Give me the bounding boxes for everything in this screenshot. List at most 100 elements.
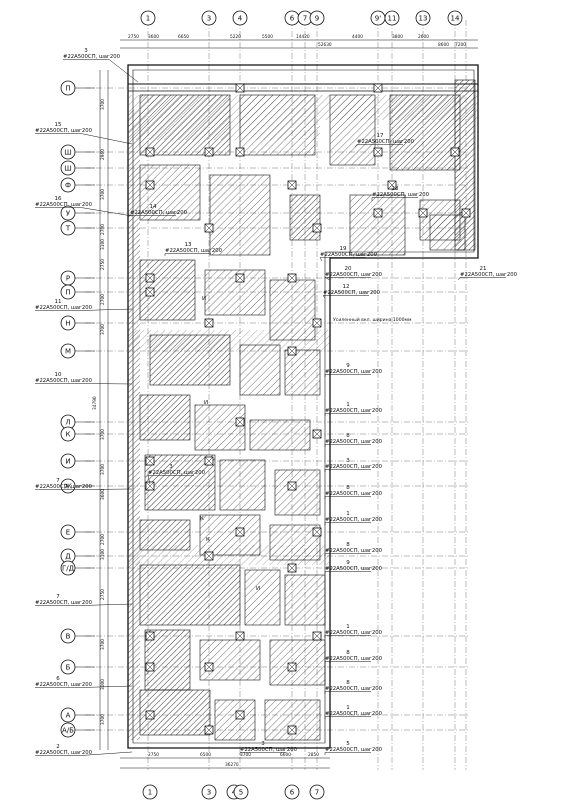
column-cross (235, 83, 245, 93)
bottom-dimension: 2750 (148, 752, 159, 758)
rebar-mark: 8 (346, 680, 350, 686)
rebar-label: #22А500СП, шаг200 (325, 491, 383, 497)
rebar-leader (324, 277, 331, 281)
column-cross (145, 456, 155, 466)
column-cross (145, 662, 155, 672)
top-dimension: 5500 (262, 34, 273, 40)
top-dimension: 4400 (352, 34, 363, 40)
rebar-mark: 20 (345, 266, 352, 272)
left-axis-bubble-label: Е (66, 529, 70, 537)
top-axis-bubble-circle (447, 10, 463, 26)
left-axis-bubble-label: Ф (65, 182, 71, 190)
hatched-zone (194, 404, 246, 451)
hatched-zone (284, 574, 326, 626)
rebar-mark: 21 (480, 266, 487, 272)
column-cross (287, 180, 297, 190)
rebar-label: #22А500СП, шаг200 (357, 139, 415, 145)
rebar-mark: 8 (346, 542, 350, 548)
left-dimension: 3700 (100, 429, 106, 440)
column-cross (235, 147, 245, 157)
column-cross (145, 481, 155, 491)
rebar-label: #22А500СП, шаг200 (148, 470, 206, 476)
rebar-label: #22А500СП, шаг200 (325, 464, 383, 470)
column-cross (373, 208, 383, 218)
left-dimension: 2700 (100, 534, 106, 545)
bottom-axis-bubble-circle (142, 784, 158, 800)
column-cross (204, 147, 214, 157)
bottom-dimension: 3700 (240, 752, 251, 758)
rebar-label: #22А500СП, шаг200 (325, 711, 383, 717)
column-cross (287, 662, 297, 672)
left-axis-bubble-label: Д (65, 553, 71, 561)
rebar-mark: 5 (346, 741, 350, 747)
column-cross (450, 147, 460, 157)
rebar-mark: 6 (56, 676, 60, 682)
left-axis-bubble-label: Ш (64, 149, 72, 157)
rebar-label: #22А500СП, шаг200 (372, 192, 430, 198)
rebar-mark: 3 (169, 464, 173, 470)
left-dimension: 2750 (100, 259, 106, 270)
bottom-dimension: 6500 (200, 752, 211, 758)
column-cross (235, 631, 245, 641)
left-dimension: 3700 (100, 99, 106, 110)
column-cross (145, 710, 155, 720)
rebar-leader (80, 383, 133, 385)
top-axis-bubble-label: 6 (290, 15, 295, 23)
left-axis-bubble-label: К (66, 431, 71, 439)
rebar-mark: 9 (346, 363, 350, 369)
left-axis-bubble-label: И (65, 458, 70, 466)
bottom-dimension: 36270 (225, 762, 239, 768)
rebar-leader (80, 207, 133, 217)
rebar-label: #22А500СП, шаг200 (325, 686, 383, 692)
rebar-mark: 19 (340, 246, 347, 252)
top-axis-bubble-circle (140, 10, 156, 26)
rebar-mark: 18 (392, 186, 399, 192)
column-cross (145, 287, 155, 297)
rebar-mark: 15 (55, 122, 62, 128)
hatched-zone (199, 639, 261, 681)
rebar-mark: 2 (56, 744, 60, 750)
rebar-leaders (35, 59, 506, 756)
rebar-label: #22А500СП, шаг200 (240, 747, 298, 753)
rebar-label: #22А500СП, шаг200 (35, 202, 93, 208)
column-cross (418, 208, 428, 218)
rebar-label: #22А500СП, шаг200 (35, 305, 93, 311)
rebar-leader (322, 295, 326, 299)
column-cross (204, 456, 214, 466)
rebar-label: #22А500СП, шаг200 (35, 378, 93, 384)
field-mark: И (256, 586, 260, 592)
hatched-zone (219, 459, 266, 511)
top-axis-bubble-circle (415, 10, 431, 26)
hatched-zone (244, 569, 281, 626)
top-axis-bubble-circle (201, 10, 217, 26)
rebar-label: #22А500СП, шаг200 (325, 369, 383, 375)
rebar-label: #22А500СП, шаг200 (325, 548, 383, 554)
column-cross (287, 346, 297, 356)
left-dimension: 3100 (100, 239, 106, 250)
column-cross (387, 180, 397, 190)
top-axis-bubble-label: 1 (146, 15, 150, 23)
column-cross (235, 710, 245, 720)
column-cross (204, 551, 214, 561)
slab-inner-edge (132, 69, 475, 744)
rebar-label: #22А500СП, шаг200 (165, 248, 223, 254)
rebar-label: #22А500СП, шаг200 (63, 54, 121, 60)
left-dimension: 3700 (100, 639, 106, 650)
rebar-mark: 3 (346, 458, 350, 464)
top-axis-bubble-label: 4 (238, 15, 243, 23)
column-cross (204, 662, 214, 672)
bottom-axis-bubble-circle (309, 784, 325, 800)
hatched-zone (274, 469, 321, 516)
rebar-label: #22А500СП, шаг200 (325, 439, 383, 445)
column-cross (145, 273, 155, 283)
left-axis-bubble-label: В (66, 633, 71, 641)
top-dimension: 8600 (438, 42, 449, 48)
left-dimension: 3700 (100, 324, 106, 335)
top-axis-bubble-label: 3 (207, 15, 211, 23)
rebar-label: #22А500СП, шаг200 (325, 408, 383, 414)
top-axis-bubble-circle (384, 10, 400, 26)
bottom-axis-bubble-circle (284, 784, 300, 800)
